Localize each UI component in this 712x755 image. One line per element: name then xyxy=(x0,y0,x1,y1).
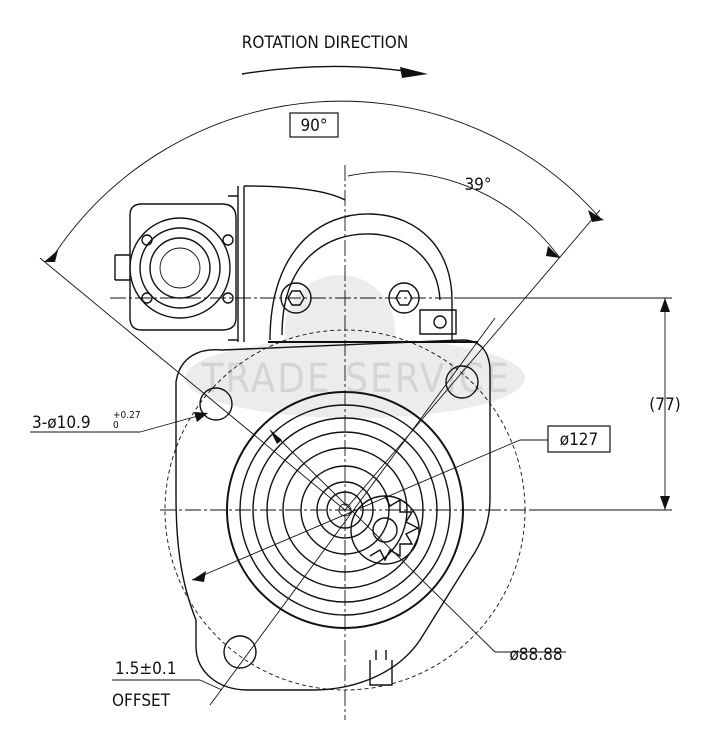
bolt-tol-upper: +0.27 xyxy=(113,410,141,421)
pilot-dia-dimension: ø88.88 xyxy=(495,645,566,665)
leader-88 xyxy=(269,429,496,653)
offset-line xyxy=(209,317,496,706)
bolt-tol-lower: 0 xyxy=(113,420,119,431)
solenoid-body xyxy=(110,185,500,342)
watermark: TRADE SERVICE xyxy=(185,275,525,418)
bolt-hole-label: 3-ø10.9 xyxy=(32,413,91,433)
terminal-nut-left xyxy=(280,282,312,314)
pilot-dia-label: ø88.88 xyxy=(509,645,562,665)
flange-dia-label: ø127 xyxy=(560,430,599,450)
offset-value: 1.5±0.1 xyxy=(115,659,176,679)
terminal-housing xyxy=(268,213,478,343)
bolt-hole-dimension: 3-ø10.9 +0.27 0 xyxy=(30,410,208,433)
flange-dia-dimension: ø127 xyxy=(520,425,611,453)
offset-label: OFFSET xyxy=(112,691,171,711)
angle-90-dimension: 90° xyxy=(39,100,604,511)
angle-39-label: 39° xyxy=(464,175,491,195)
bolt-hole-3 xyxy=(223,635,257,669)
leader-127 xyxy=(191,439,521,581)
angle-39-dimension: 39° xyxy=(347,171,561,259)
watermark-text: TRADE SERVICE xyxy=(200,356,510,402)
angle-90-box xyxy=(289,112,339,138)
bolt-hole-2 xyxy=(445,365,479,399)
height-77-label: (77) xyxy=(649,395,680,415)
rotation-direction-label: ROTATION DIRECTION xyxy=(242,33,409,53)
offset-dimension: 1.5±0.1 OFFSET xyxy=(112,659,223,711)
angle-90-label: 90° xyxy=(300,116,327,136)
mounting-flange xyxy=(164,329,526,691)
height-77-dimension: (77) xyxy=(455,297,681,511)
pinion-gear xyxy=(350,495,420,565)
terminal-nut-right xyxy=(388,282,420,314)
bottom-terminal xyxy=(369,650,393,686)
bolt-hole-1 xyxy=(199,387,233,421)
flange-pcd-circle xyxy=(164,329,526,691)
rotation-arrow xyxy=(241,65,428,78)
